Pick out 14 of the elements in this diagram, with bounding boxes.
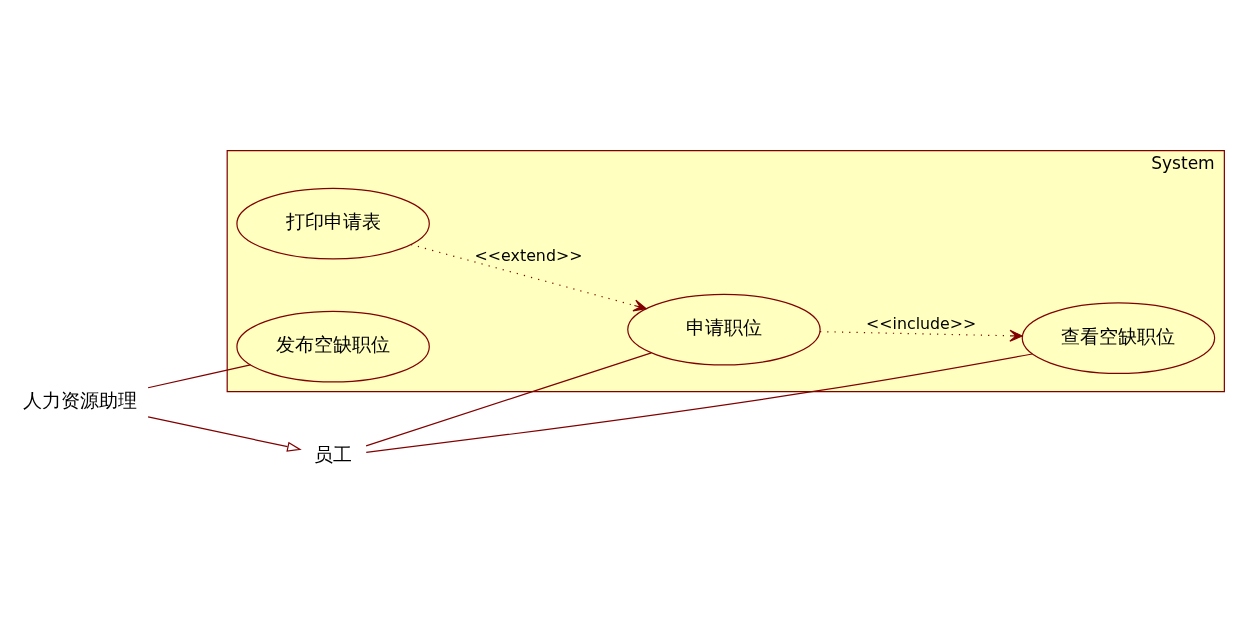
node-text: 人力资源助理 xyxy=(23,389,138,413)
edge-label: <<include>> xyxy=(866,313,977,333)
connector xyxy=(365,353,1033,453)
edge-label: <<extend>> xyxy=(474,245,583,265)
node-text: 员工 xyxy=(314,442,353,466)
arrow xyxy=(147,416,302,452)
connector xyxy=(365,352,652,447)
node-ellipse: 发布空缺职位 xyxy=(236,310,430,383)
node-ellipse: 查看空缺职位 xyxy=(1021,302,1216,375)
node-ellipse: 申请职位 xyxy=(627,293,821,366)
connector xyxy=(147,364,252,389)
arrow xyxy=(819,329,1023,342)
arrow xyxy=(410,244,647,312)
node-ellipse: 打印申请表 xyxy=(236,187,430,260)
